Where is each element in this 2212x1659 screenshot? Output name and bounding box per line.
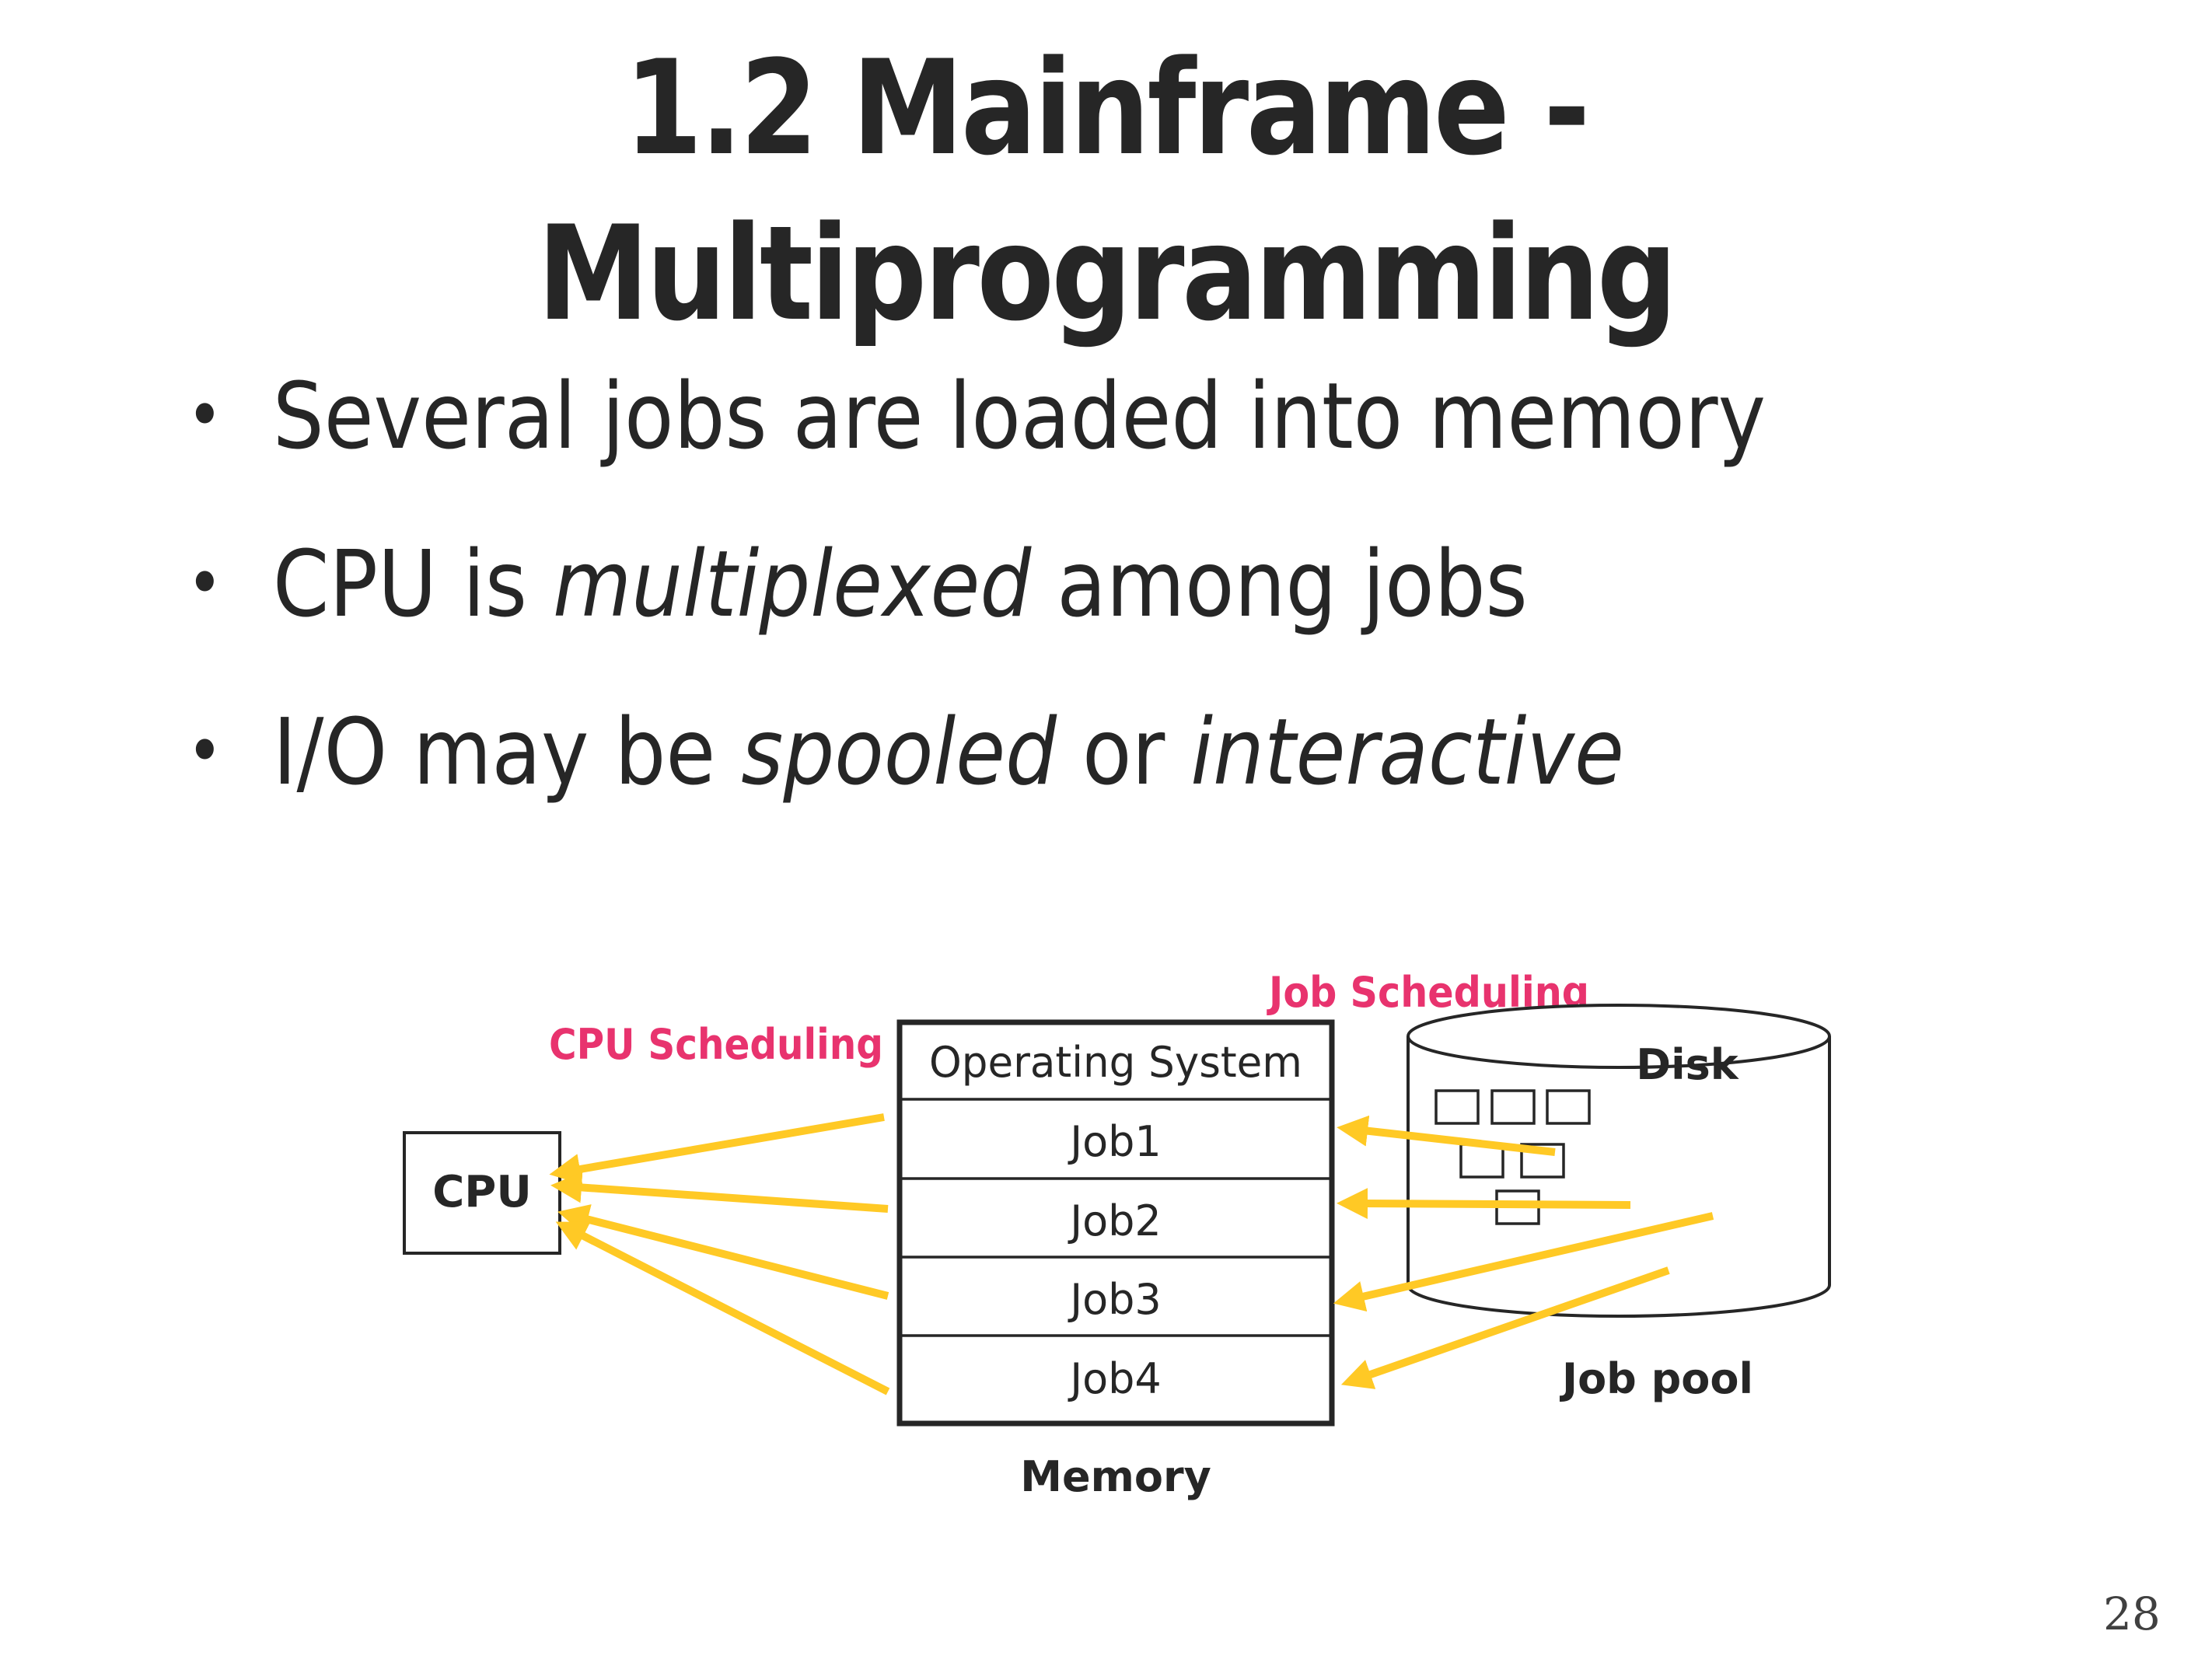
arrow-job1-to-cpu [549,1113,885,1185]
cpu-scheduling-label: CPU Scheduling [549,1020,883,1069]
disk-job-box [1490,1089,1536,1125]
bullet-text-part: Several jobs are loaded into memory [272,362,1766,470]
disk-top [1407,1004,1831,1069]
page-number: 28 [2103,1587,2161,1640]
bullet-text-emphasis: interactive [1190,698,1624,805]
memory-row-operating-system: Operating System [929,1038,1302,1087]
bullet-text-emphasis: spooled [741,698,1057,805]
bullet-text: I/O may be spooled or interactive [273,701,1624,802]
disk-job-box [1459,1143,1504,1179]
disk-job-box [1546,1089,1591,1125]
arrow-job3-to-cpu [557,1204,889,1300]
memory-row-job2: Job2 [1068,1196,1162,1245]
arrow-disk-to-job1 [1337,1115,1556,1156]
job-scheduling-arrows [1333,1115,1714,1389]
bullet-text-part: I/O may be [272,698,742,805]
disk-label: Disk [1636,1040,1738,1089]
cpu-box [403,1131,561,1255]
memory-stack: Operating System Job1 Job2 Job3 Job4 [896,1019,1335,1427]
memory-row-job3: Job3 [1068,1275,1162,1324]
bullet-text-part: CPU is [272,530,553,637]
cpu-node: CPU [403,1131,561,1255]
arrow-disk-to-job2 [1337,1188,1631,1220]
arrow-job2-to-cpu [550,1172,889,1213]
arrow-disk-to-job3 [1333,1212,1714,1312]
bullet-dot-icon: • [187,543,223,624]
memory-row-job4: Job4 [1068,1354,1162,1403]
slide-title-line-2: Multiprogramming [537,197,1677,350]
disk-node: Disk [1407,1004,1831,1318]
bullet-text-part: or [1057,698,1191,805]
bullet-text-part: among jobs [1031,530,1528,637]
arrow-job4-to-cpu [555,1221,890,1395]
memory-box [896,1019,1335,1427]
disk-job-box [1434,1089,1480,1125]
job-pool-label: Job pool [1559,1354,1753,1403]
memory-label: Memory [1020,1452,1211,1501]
bullet-text-emphasis: multiplexed [552,530,1032,637]
bullet-dot-icon: • [187,711,223,792]
slide-title-line-1: 1.2 Mainframe - [624,32,1590,184]
bullet-text: CPU is multiplexed among jobs [273,533,1528,634]
bullet-dot-icon: • [187,375,223,456]
cpu-label: CPU [432,1167,532,1217]
arrow-disk-to-job4 [1340,1266,1670,1389]
memory-row-job1: Job1 [1068,1117,1162,1166]
bullet-text: Several jobs are loaded into memory [273,365,1766,466]
cpu-scheduling-arrows [549,1113,890,1395]
